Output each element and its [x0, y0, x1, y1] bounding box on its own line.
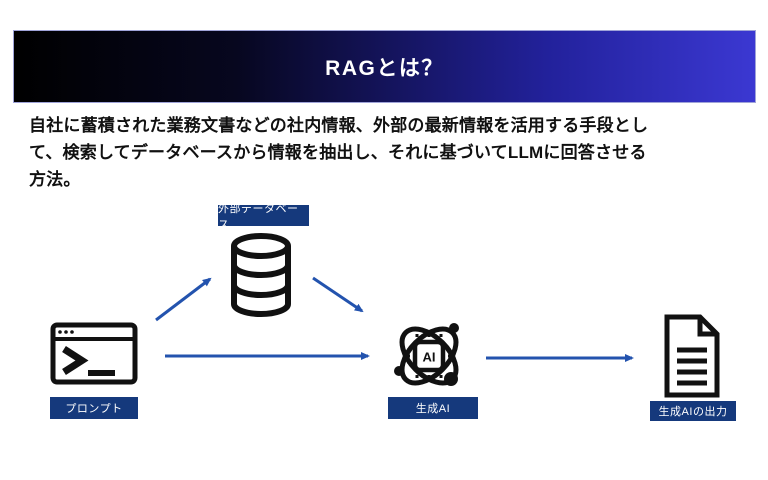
database-icon	[231, 233, 291, 317]
header-banner: RAGとは？	[13, 30, 756, 103]
description-line-3: 方法。	[29, 170, 81, 189]
description-paragraph: 自社に蓄積された業務文書などの社内情報、外部の最新情報を活用する手段とし て、検…	[29, 112, 757, 193]
prompt-label: プロンプト	[50, 397, 138, 419]
terminal-prompt-icon	[50, 322, 138, 385]
ai-atom-chip-icon: AI	[394, 323, 459, 386]
ai-output-label: 生成AIの出力	[650, 401, 736, 421]
document-icon	[664, 314, 720, 398]
arrow-prompt-to-database	[155, 277, 212, 322]
generative-ai-label: 生成AI	[388, 397, 478, 419]
description-line-1: 自社に蓄積された業務文書などの社内情報、外部の最新情報を活用する手段とし	[29, 116, 649, 135]
arrow-database-to-ai	[312, 276, 364, 313]
page-title: RAGとは？	[325, 56, 444, 80]
external-database-label: 外部データベース	[218, 203, 309, 231]
description-line-2: て、検索してデータベースから情報を抽出し、それに基づいてLLMに回答させる	[29, 143, 647, 162]
ai-chip-text: AI	[423, 350, 436, 365]
